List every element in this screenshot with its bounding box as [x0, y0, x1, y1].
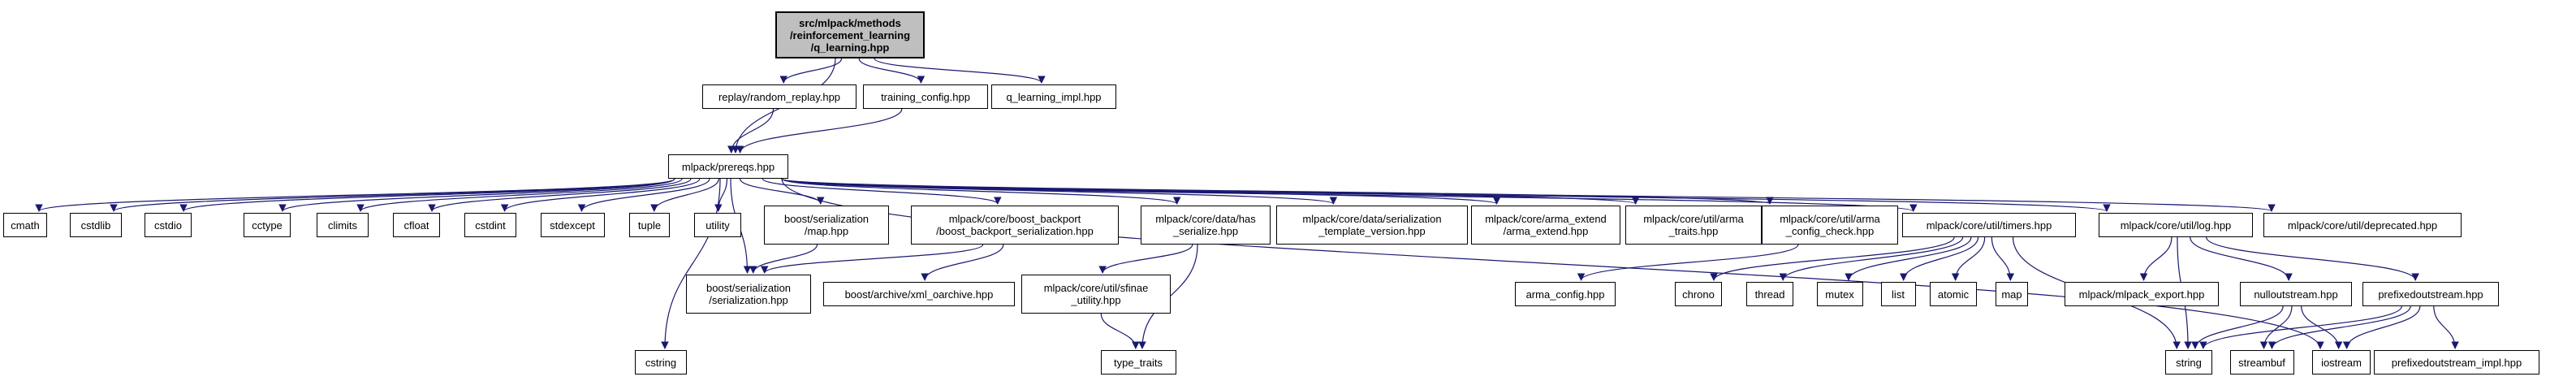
include-edge-prereqs--ser_tmpl_version [781, 178, 1337, 205]
include-edge-nulloutstream--iostream [2301, 305, 2343, 349]
include-edge-log--mlpack_export [2139, 236, 2173, 281]
include-edge-timers--map [1991, 236, 2015, 281]
graph-node-thread[interactable]: thread [1746, 282, 1793, 306]
include-edge-prereqs--stdexcept [577, 178, 710, 212]
graph-node-ser_tmpl_version[interactable]: mlpack/core/data/serialization _template… [1276, 206, 1468, 245]
graph-node-log[interactable]: mlpack/core/util/log.hpp [2099, 213, 2253, 237]
include-edge-prereqs--cctype [278, 178, 675, 212]
include-edge-prereqs--climits [356, 178, 683, 212]
include-edge-prereqs--boost_backport [762, 178, 1002, 205]
graph-node-list[interactable]: list [1880, 282, 1916, 306]
graph-node-mlpack_export[interactable]: mlpack/mlpack_export.hpp [2065, 282, 2219, 306]
graph-node-timers[interactable]: mlpack/core/util/timers.hpp [1902, 213, 2076, 237]
graph-node-climits[interactable]: climits [317, 213, 369, 237]
graph-node-streambuf[interactable]: streambuf [2229, 350, 2294, 375]
graph-node-sfinae[interactable]: mlpack/core/util/sfinae _utility.hpp [1021, 275, 1171, 314]
graph-node-mutex[interactable]: mutex [1816, 282, 1863, 306]
include-edge-main--training_config [858, 58, 926, 84]
include-edge-prereqs--deprecated [781, 178, 2275, 212]
graph-node-random_replay[interactable]: replay/random_replay.hpp [702, 84, 857, 109]
graph-node-utility[interactable]: utility [694, 213, 741, 237]
include-edge-timers--mutex [1845, 236, 1972, 281]
include-edge-timers--chrono [1710, 236, 1955, 281]
include-edge-main--q_learning_impl [874, 58, 1046, 84]
include-edge-arma_config_check--arma_config [1577, 244, 1799, 281]
graph-node-stdexcept[interactable]: stdexcept [540, 213, 605, 237]
graph-node-cmath[interactable]: cmath [3, 213, 47, 237]
graph-node-prefixedoutstream[interactable]: prefixedoutstream.hpp [2362, 282, 2499, 306]
include-edge-nulloutstream--string [2191, 305, 2284, 349]
include-edge-log--nulloutstream [2190, 236, 2293, 281]
include-edge-boost_backport--serialization_hpp [761, 244, 984, 274]
graph-node-q_learning_impl[interactable]: q_learning_impl.hpp [991, 84, 1116, 109]
graph-node-type_traits[interactable]: type_traits [1100, 350, 1176, 375]
graph-node-serialization_hpp[interactable]: boost/serialization /serialization.hpp [686, 275, 811, 314]
include-edge-prereqs--tuple [650, 178, 719, 212]
include-edge-nulloutstream--streambuf [2259, 305, 2293, 349]
include-edge-training_config--prereqs [736, 108, 903, 154]
graph-node-map[interactable]: map [1996, 282, 2028, 306]
graph-node-arma_config[interactable]: arma_config.hpp [1515, 282, 1616, 306]
graph-node-map_hpp[interactable]: boost/serialization /map.hpp [764, 206, 889, 245]
include-edge-timers--list [1899, 236, 1979, 281]
graph-node-arma_extend[interactable]: mlpack/core/arma_extend /arma_extend.hpp [1471, 206, 1620, 245]
include-edge-prereqs--has_serialize [781, 178, 1181, 205]
graph-node-cstdint[interactable]: cstdint [464, 213, 516, 237]
graph-node-cctype[interactable]: cctype [244, 213, 291, 237]
include-edge-log--prefixedoutstream [2206, 236, 2419, 281]
graph-node-cstdlib[interactable]: cstdlib [70, 213, 122, 237]
graph-node-boost_backport[interactable]: mlpack/core/boost_backport /boost_backpo… [911, 206, 1119, 245]
graph-node-string[interactable]: string [2165, 350, 2212, 375]
include-edge-prereqs--utility [714, 178, 728, 212]
include-edge-prefixedoutstream--streambuf [2267, 305, 2411, 349]
graph-node-iostream[interactable]: iostream [2312, 350, 2371, 375]
graph-node-xml_oarchive[interactable]: boost/archive/xml_oarchive.hpp [823, 282, 1015, 306]
graph-node-arma_traits[interactable]: mlpack/core/util/arma _traits.hpp [1625, 206, 1762, 245]
graph-node-cstdio[interactable]: cstdio [145, 213, 192, 237]
include-edge-prereqs--cfloat [428, 178, 692, 212]
graph-node-training_config[interactable]: training_config.hpp [863, 84, 988, 109]
include-edge-prefixedoutstream--iostream [2342, 305, 2421, 349]
include-edge-map_hpp--serialization_hpp [749, 244, 818, 274]
graph-node-cfloat[interactable]: cfloat [393, 213, 440, 237]
graph-node-cstring[interactable]: cstring [635, 350, 687, 375]
graph-node-deprecated[interactable]: mlpack/core/util/deprecated.hpp [2263, 213, 2462, 237]
include-edge-boost_backport--xml_oarchive [921, 244, 1004, 281]
include-edge-main--random_replay [779, 58, 843, 84]
graph-node-arma_config_check[interactable]: mlpack/core/util/arma _config_check.hpp [1762, 206, 1898, 245]
include-edge-has_serialize--sfinae [1098, 244, 1193, 274]
include-edge-sfinae--type_traits [1100, 313, 1140, 349]
include-edge-timers--thread [1779, 236, 1964, 281]
include-edge-prereqs--cstdio [179, 178, 675, 212]
graph-node-chrono[interactable]: chrono [1675, 282, 1722, 306]
graph-node-prefixedoutstream_impl[interactable]: prefixedoutstream_impl.hpp [2374, 350, 2539, 375]
graph-node-prereqs[interactable]: mlpack/prereqs.hpp [668, 154, 788, 179]
graph-node-atomic[interactable]: atomic [1930, 282, 1977, 306]
include-edge-prereqs--cstdint [500, 178, 701, 212]
include-edge-prereqs--cstring [661, 178, 721, 349]
include-edge-prefixedoutstream--string [2199, 305, 2402, 349]
include-edge-random_replay--prereqs [727, 108, 775, 154]
include-edge-timers--atomic [1951, 236, 1986, 281]
graph-node-main[interactable]: src/mlpack/methods /reinforcement_learni… [775, 11, 925, 58]
include-edge-prereqs--timers [781, 178, 1918, 212]
graph-node-has_serialize[interactable]: mlpack/core/data/has _serialize.hpp [1141, 206, 1271, 245]
include-edge-prefixedoutstream--prefixedoutstream_impl [2433, 305, 2459, 349]
graph-node-nulloutstream[interactable]: nulloutstream.hpp [2240, 282, 2352, 306]
graph-node-tuple[interactable]: tuple [629, 213, 670, 237]
